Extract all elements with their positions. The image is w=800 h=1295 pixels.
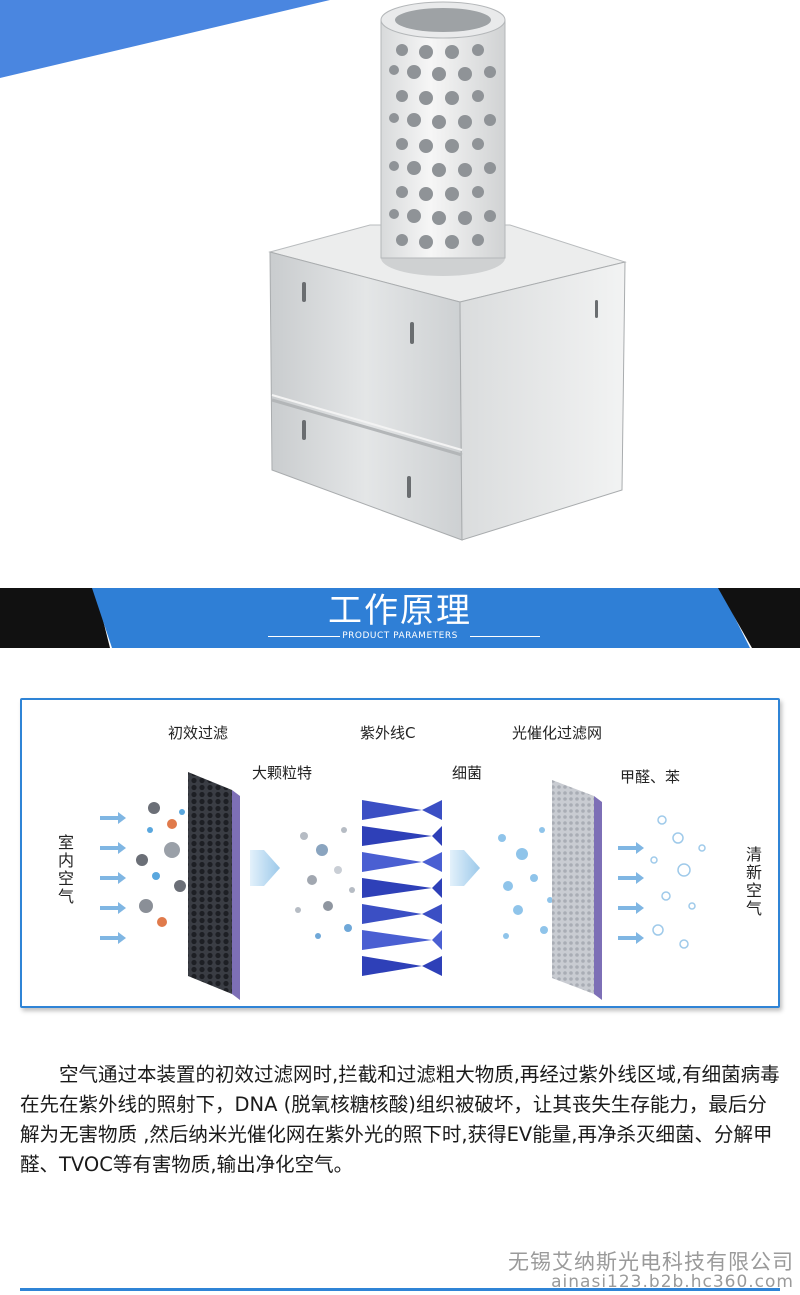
company-watermark: 无锡艾纳斯光电科技有限公司 [508,1250,794,1274]
url-watermark: ainasi123.b2b.hc360.com [551,1272,794,1292]
section-subtitle: PRODUCT PARAMETERS [342,631,458,641]
top-accent-banner [0,0,330,78]
label-photocatalyst-filter: 光催化过滤网 [512,724,603,742]
clean-air-bubbles [650,815,706,949]
label-bacteria: 细菌 [452,764,483,782]
primary-filter-panel [188,772,240,1000]
photocatalyst-filter-panel [552,780,602,1000]
diagram-graphics [100,772,706,1000]
flow-arrow [450,850,480,886]
principle-description: 空气通过本装置的初效过滤网时,拦截和过滤粗大物质,再经过紫外线区域,有细菌病毒在… [20,1063,780,1176]
label-uv-c: 紫外线C [360,724,416,742]
bottom-divider [20,1288,780,1291]
product-image [268,1,627,541]
label-indoor-air: 室内空气 [55,834,74,906]
outflow-arrows [618,842,644,944]
residual-particles [295,827,355,939]
section-header-band [0,588,800,648]
section-title: 工作原理 [328,591,472,631]
section-divider-left [268,636,340,637]
label-primary-filter: 初效过滤 [168,724,229,742]
label-fresh-air: 清新空气 [743,846,762,918]
flow-arrow [250,850,280,886]
section-divider-right [470,636,540,637]
working-principle-diagram: 初效过滤 紫外线C 光催化过滤网 大颗粒特 细菌 甲醛、苯 室内空气 清新空气 [20,698,780,1008]
bacteria-particles [498,827,553,939]
uv-light-zone [362,800,442,976]
inflow-arrows [100,812,126,944]
label-large-particles: 大颗粒特 [252,764,313,782]
label-formaldehyde-benzene: 甲醛、苯 [620,768,681,786]
virus-particles [136,802,186,927]
